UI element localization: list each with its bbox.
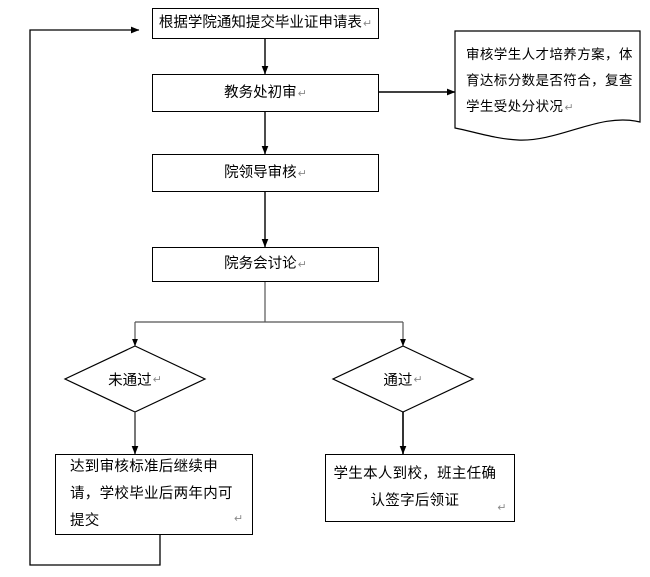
process-node-step1[interactable]: 根据学院通知提交毕业证申请表↵ — [152, 8, 379, 39]
decision-fail-diamond — [63, 345, 207, 413]
process-node-step3-label: 院领导审核 — [224, 164, 297, 181]
note-annotation-label: 审核学生人才培养方案，体 育达标分数是否符合，复查 学生受处分状况 — [466, 47, 633, 115]
process-node-step4-label: 院务会讨论 — [224, 256, 297, 273]
note-annotation-text: 审核学生人才培养方案，体 育达标分数是否符合，复查 学生受处分状况↵ — [466, 42, 634, 121]
paragraph-mark-icon: ↵ — [297, 86, 307, 100]
process-node-step3[interactable]: 院领导审核↵ — [152, 154, 379, 192]
paragraph-mark-icon: ↵ — [233, 512, 244, 525]
edge-feedback-loop — [29, 26, 161, 566]
outcome-node-pass[interactable]: 学生本人到校，班主任确 认签字后领证↵ — [325, 454, 515, 522]
decision-pass-diamond — [331, 345, 475, 413]
process-node-step2-label: 教务处初审 — [224, 84, 297, 101]
note-shape — [454, 30, 641, 141]
process-node-step2[interactable]: 教务处初审↵ — [152, 74, 379, 112]
paragraph-mark-icon: ↵ — [362, 17, 373, 30]
process-node-step1-label: 根据学院通知提交毕业证申请表 — [158, 15, 362, 32]
paragraph-mark-icon: ↵ — [297, 258, 307, 271]
process-node-step4[interactable]: 院务会讨论↵ — [152, 247, 379, 282]
outcome-node-pass-label: 学生本人到校，班主任确 认签字后领证 — [333, 466, 497, 509]
outcome-node-fail[interactable]: 达到审核标准后继续申 请，学校毕业后两年内可 提交↵ — [55, 454, 253, 535]
outcome-node-fail-label: 达到审核标准后继续申 请，学校毕业后两年内可 提交 — [70, 459, 233, 529]
paragraph-mark-icon: ↵ — [497, 501, 507, 514]
paragraph-mark-icon: ↵ — [564, 101, 574, 114]
paragraph-mark-icon: ↵ — [297, 166, 307, 180]
